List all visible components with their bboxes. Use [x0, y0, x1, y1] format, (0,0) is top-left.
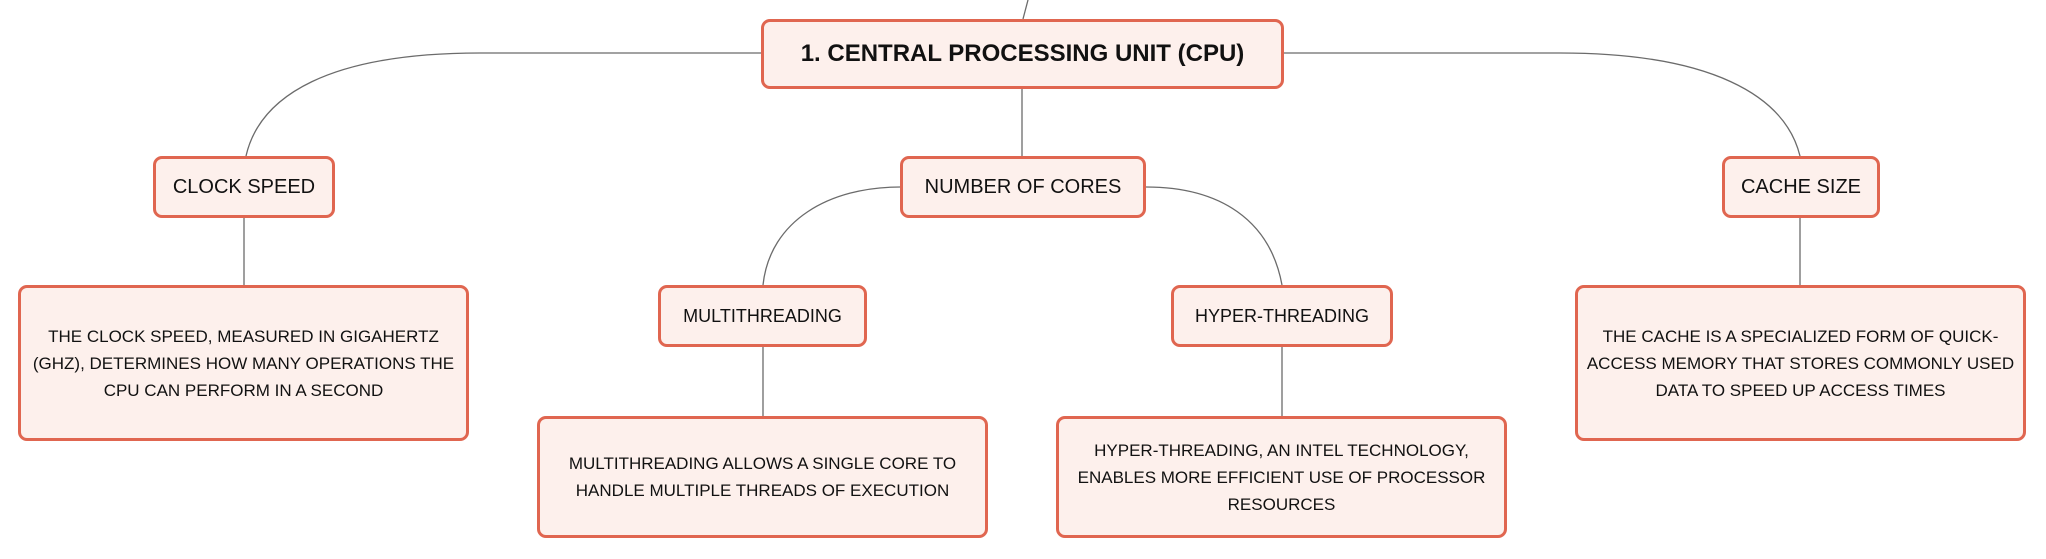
detail-hyper-threading[interactable]: HYPER-THREADING, AN INTEL TECHNOLOGY, EN…	[1056, 416, 1507, 538]
detail-cache-size-text: THE CACHE IS A SPECIALIZED FORM OF QUICK…	[1586, 326, 2015, 400]
node-cpu-root[interactable]: 1. CENTRAL PROCESSING UNIT (CPU)	[761, 19, 1284, 89]
node-clock-speed[interactable]: CLOCK SPEED	[153, 156, 335, 218]
detail-multithreading[interactable]: MULTITHREADING ALLOWS A SINGLE CORE TO H…	[537, 416, 988, 538]
connector-cores-to-hyper-threading	[1145, 186, 1283, 286]
node-number-of-cores-label: NUMBER OF CORES	[924, 175, 1122, 198]
detail-multithreading-text: MULTITHREADING ALLOWS A SINGLE CORE TO H…	[568, 454, 957, 500]
detail-hyper-threading-text: HYPER-THREADING, AN INTEL TECHNOLOGY, EN…	[1077, 440, 1486, 514]
node-cpu-root-label: 1. CENTRAL PROCESSING UNIT (CPU)	[800, 40, 1245, 67]
connector-root-to-cache-size	[1284, 52, 1801, 157]
node-cache-size-label: CACHE SIZE	[1740, 175, 1862, 198]
connector-parent-to-root	[1022, 0, 1029, 20]
detail-cache-size[interactable]: THE CACHE IS A SPECIALIZED FORM OF QUICK…	[1575, 285, 2026, 441]
node-multithreading[interactable]: MULTITHREADING	[658, 285, 867, 347]
detail-clock-speed[interactable]: THE CLOCK SPEED, MEASURED IN GIGAHERTZ (…	[18, 285, 469, 441]
node-hyper-threading-label: HYPER-THREADING	[1194, 305, 1369, 326]
detail-clock-speed-text: THE CLOCK SPEED, MEASURED IN GIGAHERTZ (…	[32, 326, 455, 400]
node-hyper-threading[interactable]: HYPER-THREADING	[1171, 285, 1393, 347]
node-multithreading-label: MULTITHREADING	[683, 305, 842, 326]
node-clock-speed-label: CLOCK SPEED	[172, 175, 316, 198]
connector-root-to-clock-speed	[245, 52, 761, 157]
connector-cores-to-multithreading	[762, 186, 901, 286]
node-cache-size[interactable]: CACHE SIZE	[1722, 156, 1880, 218]
node-number-of-cores[interactable]: NUMBER OF CORES	[900, 156, 1146, 218]
